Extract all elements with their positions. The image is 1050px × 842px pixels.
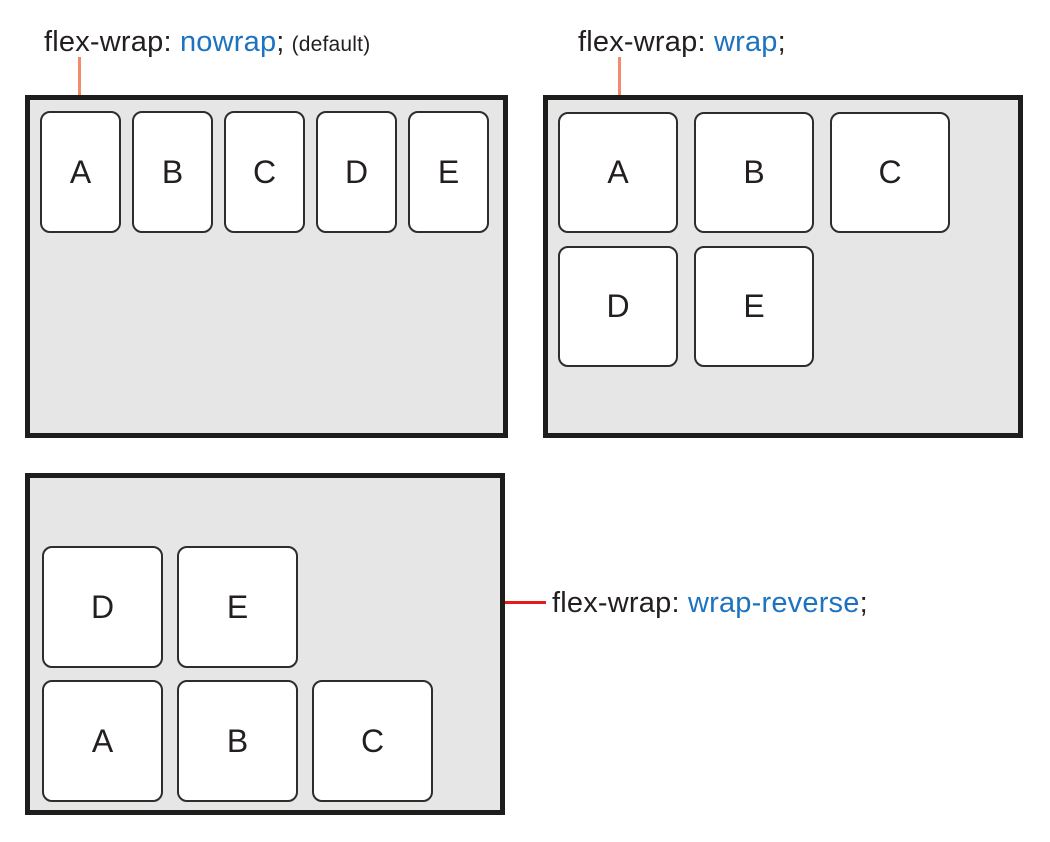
- label-nowrap: flex-wrap: nowrap; (default): [44, 25, 370, 62]
- label-wrap-reverse-keyword: wrap-reverse: [687, 587, 860, 619]
- flex-item-e: E: [694, 246, 814, 367]
- flex-item-d: D: [316, 111, 397, 233]
- flex-item-a: A: [558, 112, 678, 233]
- label-wrap-reverse-property: flex-wrap:: [552, 587, 688, 619]
- flex-container-nowrap: A B C D E: [25, 95, 508, 438]
- flex-item-c: C: [830, 112, 950, 233]
- label-nowrap-note: (default): [291, 33, 371, 56]
- leader-line-nowrap: [78, 57, 81, 95]
- label-wrap-keyword: wrap: [713, 26, 778, 58]
- flex-item-b: B: [694, 112, 814, 233]
- label-wrap-semicolon: ;: [777, 26, 786, 58]
- flex-item-e: E: [177, 546, 298, 668]
- flex-item-b: B: [177, 680, 298, 802]
- flex-item-d: D: [558, 246, 678, 367]
- flex-container-wrap-reverse: A B C D E: [25, 473, 505, 815]
- flex-item-c: C: [312, 680, 433, 802]
- label-wrap-reverse: flex-wrap: wrap-reverse;: [552, 586, 868, 621]
- flex-container-wrap: A B C D E: [543, 95, 1023, 438]
- label-wrap: flex-wrap: wrap;: [578, 25, 786, 60]
- label-wrap-reverse-semicolon: ;: [859, 587, 868, 619]
- flex-item-c: C: [224, 111, 305, 233]
- label-nowrap-keyword: nowrap: [179, 26, 277, 58]
- label-wrap-property: flex-wrap:: [578, 26, 714, 58]
- leader-line-wrap-reverse: [505, 601, 546, 604]
- leader-line-wrap: [618, 57, 621, 95]
- flex-item-a: A: [42, 680, 163, 802]
- flex-item-b: B: [132, 111, 213, 233]
- label-nowrap-semicolon: ;: [276, 26, 285, 58]
- flex-item-d: D: [42, 546, 163, 668]
- flex-item-a: A: [40, 111, 121, 233]
- label-nowrap-property: flex-wrap:: [44, 26, 180, 58]
- flex-item-e: E: [408, 111, 489, 233]
